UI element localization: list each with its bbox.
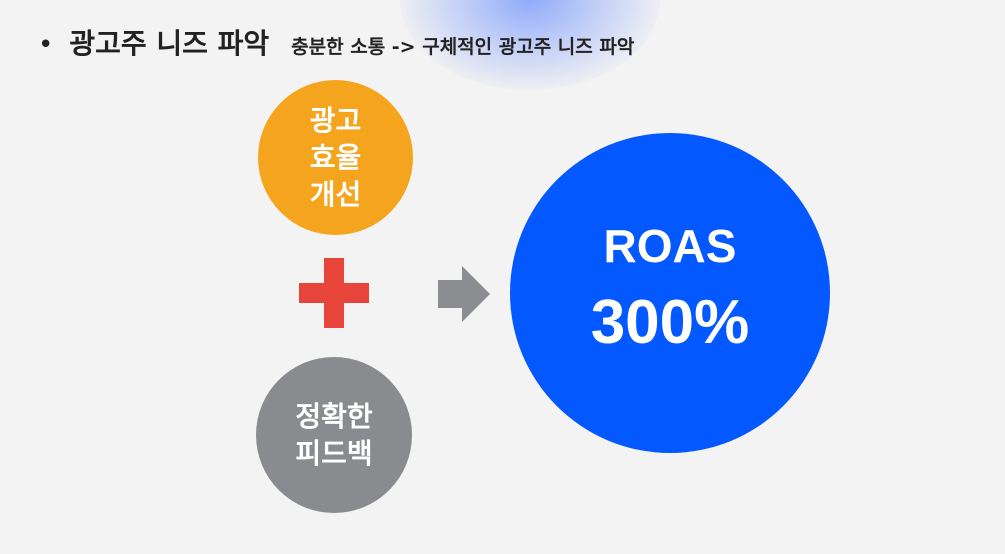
slide-header: • 광고주 니즈 파악 충분한 소통 -> 구체적인 광고주 니즈 파악 bbox=[38, 22, 634, 62]
bullet-icon: • bbox=[38, 30, 54, 60]
slide-title: 광고주 니즈 파악 bbox=[69, 27, 270, 60]
slide-subtitle: 충분한 소통 -> 구체적인 광고주 니즈 파악 bbox=[291, 36, 635, 58]
plus-icon bbox=[299, 258, 369, 328]
ad-efficiency-circle: 광고 효율 개선 bbox=[258, 80, 413, 235]
roas-value: 300% bbox=[590, 287, 750, 357]
accurate-feedback-circle: 정확한 피드백 bbox=[256, 357, 412, 513]
roas-label: ROAS bbox=[603, 219, 737, 272]
accurate-feedback-label: 정확한 피드백 bbox=[295, 400, 373, 470]
ad-efficiency-label: 광고 효율 개선 bbox=[309, 104, 362, 211]
roas-result-circle: ROAS 300% bbox=[510, 133, 830, 453]
arrow-right-icon bbox=[438, 266, 490, 322]
